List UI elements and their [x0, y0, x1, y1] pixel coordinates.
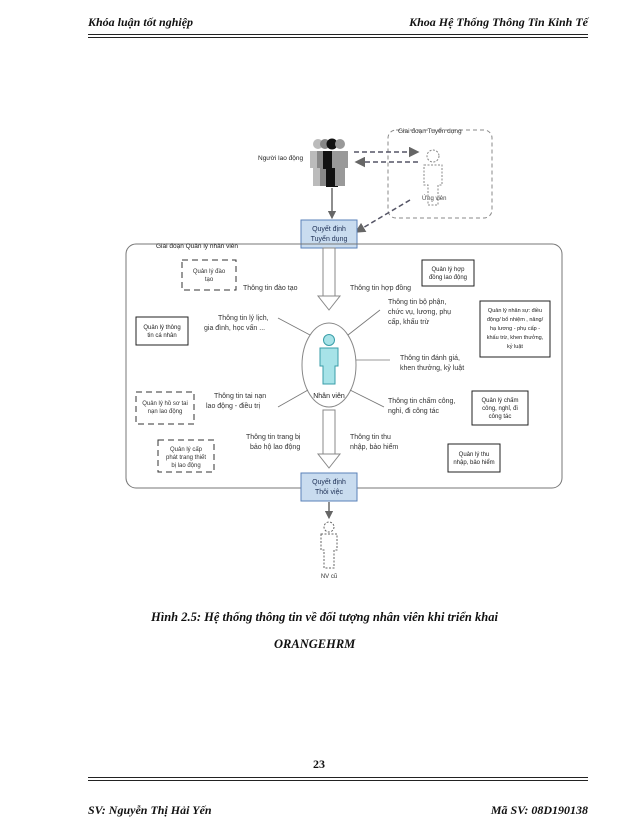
arrow-hire-to-employee-shaft: [322, 247, 336, 299]
svg-text:chức vụ, lương, phụ: chức vụ, lương, phụ: [388, 309, 451, 316]
svg-text:Thông tin chấm công,: Thông tin chấm công,: [388, 396, 455, 405]
svg-text:Quản lý thu: Quản lý thu: [459, 452, 490, 458]
header-rule: [88, 34, 588, 35]
header-left: Khóa luận tốt nghiệp: [88, 15, 194, 29]
svg-text:bảo hộ lao động: bảo hộ lao động: [250, 444, 300, 451]
svg-text:gia đình, học vấn ...: gia đình, học vấn ...: [204, 323, 265, 332]
svg-text:Quản lý hợp: Quản lý hợp: [432, 267, 466, 273]
figure-caption-line2: ORANGEHRM: [274, 637, 356, 651]
hire-decision-line2: Tuyển dụng: [311, 235, 348, 243]
svg-text:Quản lý hồ sơ tai: Quản lý hồ sơ tai: [142, 401, 188, 407]
employee-label: Nhân viên: [313, 393, 345, 400]
svg-text:Thông tin bộ phận,: Thông tin bộ phận,: [388, 299, 446, 306]
mgr-personal-box: Quản lý thông tin cá nhân: [135, 316, 189, 346]
recruit-stage-box: [387, 129, 493, 219]
info-contract: Thông tin hợp đồng: [350, 283, 411, 292]
arrow-employee-to-quit-head: [316, 453, 342, 469]
svg-text:đồng lao động: đồng lao động: [429, 275, 467, 281]
info-income: Thông tin thu nhập, bảo hiểm: [350, 434, 398, 451]
svg-text:công, nghỉ, đi: công, nghỉ, đi: [482, 405, 518, 412]
manage-stage-label: Giai đoạn Quản lý nhân viên: [156, 243, 238, 250]
footer-left: SV: Nguyễn Thị Hải Yến: [88, 803, 212, 817]
svg-text:Quản lý đào: Quản lý đào: [193, 269, 226, 275]
worker-label: Người lao động: [258, 155, 303, 162]
svg-text:công tác: công tác: [489, 414, 512, 420]
info-evaluation: Thông tin đánh giá, khen thưởng, kỷ luật: [400, 355, 464, 372]
svg-text:kỷ luật: kỷ luật: [507, 343, 523, 350]
former-employee-label: NV cũ: [321, 574, 337, 580]
svg-text:Thông tin tai nạn: Thông tin tai nạn: [214, 393, 266, 400]
recruit-stage-label: Giai đoạn Tuyển dụng: [398, 127, 462, 135]
svg-text:phát trang thiết: phát trang thiết: [166, 455, 206, 461]
header-right: Khoa Hệ Thống Thông Tin Kinh Tế: [409, 15, 588, 29]
mgr-contract-box: Quản lý hợp đồng lao động: [421, 259, 475, 287]
footer-rule: [88, 777, 588, 778]
svg-text:tin cá nhân: tin cá nhân: [147, 333, 176, 339]
svg-text:Quản lý cấp: Quản lý cấp: [170, 447, 203, 453]
svg-text:tạo: tạo: [205, 277, 214, 283]
mgr-equipment-box: Quản lý cấp phát trang thiết bị lao động: [157, 439, 215, 473]
mgr-attendance-box: Quản lý chấm công, nghỉ, đi công tác: [471, 390, 529, 426]
info-department: Thông tin bộ phận, chức vụ, lương, phụ c…: [388, 299, 451, 326]
hire-decision-line1: Quyết định: [312, 224, 346, 233]
svg-text:cấp, khấu trừ: cấp, khấu trừ: [388, 317, 430, 326]
svg-text:động/ bổ nhiệm , nâng/: động/ bổ nhiệm , nâng/: [487, 316, 544, 323]
svg-text:Quản lý thông: Quản lý thông: [143, 325, 180, 331]
footer-right: Mã SV: 08D190138: [490, 803, 588, 817]
footer-rule-2: [88, 780, 588, 781]
svg-text:nhập, bảo hiểm: nhập, bảo hiểm: [453, 459, 494, 466]
svg-text:Quản lý nhân sự: điều: Quản lý nhân sự: điều: [488, 308, 542, 314]
info-attendance: Thông tin chấm công, nghỉ, đi công tác: [388, 396, 455, 415]
info-equipment: Thông tin trang bị bảo hộ lao động: [246, 434, 301, 451]
arrow-candidate-to-hire: [354, 199, 411, 233]
svg-text:Thông tin lý lịch,: Thông tin lý lịch,: [218, 315, 269, 322]
svg-text:lao động - điều trị: lao động - điều trị: [206, 401, 261, 410]
svg-text:Thông tin đánh giá,: Thông tin đánh giá,: [400, 355, 460, 362]
figure-caption-line1: Hình 2.5: Hệ thống thông tin về đối tượn…: [151, 610, 498, 624]
employee-icon: [319, 334, 339, 385]
arrow-hire-to-employee-head: [316, 295, 342, 311]
mgr-income-box: Quản lý thu nhập, bảo hiểm: [447, 443, 501, 473]
mgr-hr-box: Quản lý nhân sự: điều động/ bổ nhiệm , n…: [479, 300, 551, 358]
quit-decision-line1: Quyết định: [312, 477, 346, 486]
former-employee-icon: [320, 521, 338, 569]
candidate-icon: [423, 149, 443, 206]
header-rule-2: [88, 37, 588, 38]
mgr-training-box: Quản lý đào tạo: [181, 259, 237, 291]
employee-spokes: [277, 309, 390, 408]
info-profile: Thông tin lý lịch, gia đình, học vấn ...: [204, 315, 269, 332]
svg-text:nhập, bảo hiểm: nhập, bảo hiểm: [350, 443, 398, 451]
arrow-employee-to-quit-shaft: [322, 409, 336, 457]
svg-text:hạ lương - phụ cấp -: hạ lương - phụ cấp -: [490, 326, 540, 332]
quit-decision-box: [300, 472, 358, 502]
worker-icons: [310, 138, 348, 187]
hr-information-diagram: Giai đoạn Tuyển dụng Ứng viên Người lao …: [125, 127, 563, 580]
svg-text:nghỉ, đi công tác: nghỉ, đi công tác: [388, 407, 439, 415]
info-training: Thông tin đào tạo: [243, 285, 298, 292]
candidate-label: Ứng viên: [422, 195, 446, 202]
svg-text:Quản lý chấm: Quản lý chấm: [481, 398, 518, 404]
svg-text:Thông tin trang bị: Thông tin trang bị: [246, 434, 301, 441]
info-accident: Thông tin tai nạn lao động - điều trị: [206, 393, 266, 410]
mgr-accident-box: Quản lý hồ sơ tai nạn lao động: [135, 391, 195, 425]
page-number: 23: [313, 757, 325, 771]
svg-text:Thông tin thu: Thông tin thu: [350, 434, 391, 441]
svg-text:nạn lao động: nạn lao động: [148, 409, 183, 415]
svg-text:khấu trừ, khen thưởng,: khấu trừ, khen thưởng,: [487, 334, 544, 341]
svg-text:khen thưởng, kỷ luật: khen thưởng, kỷ luật: [400, 364, 464, 372]
quit-decision-line2: Thôi việc: [315, 489, 344, 496]
svg-text:bị lao động: bị lao động: [171, 463, 200, 469]
